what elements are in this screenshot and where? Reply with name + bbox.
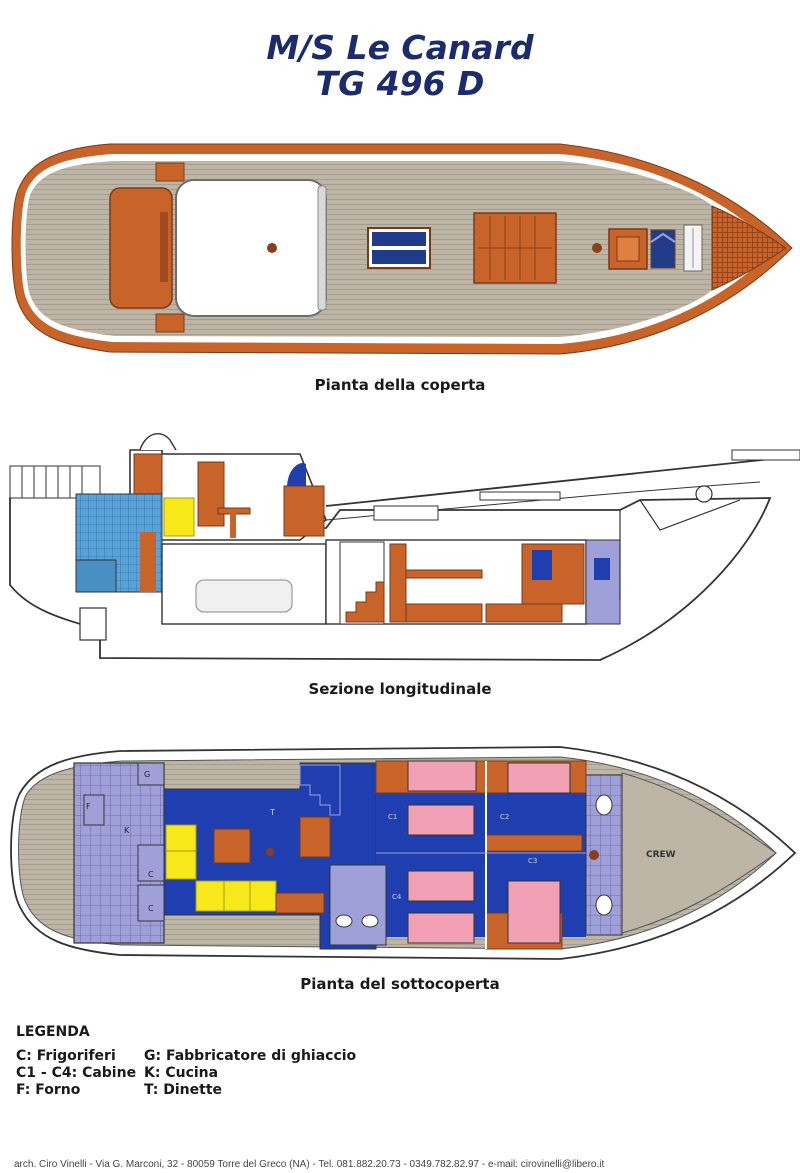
- legend-item: K: Cucina: [144, 1065, 219, 1081]
- head-aft: [329, 864, 387, 946]
- legend-item: C: Frigoriferi: [16, 1048, 116, 1064]
- deckhouse-roof: [175, 179, 327, 317]
- room-label-k: K: [124, 826, 130, 835]
- room-label-c-1: C: [148, 870, 154, 879]
- bow-grating: [711, 205, 787, 291]
- lower-deck-plan: G F K C C T C1 C2 C3 C4 CREW: [10, 746, 797, 960]
- room-label-c-2: C: [148, 904, 154, 913]
- room-label-c1: C1: [388, 813, 397, 821]
- legend-item: F: Forno: [16, 1082, 81, 1098]
- legend-title: LEGENDA: [16, 1024, 90, 1040]
- section-caption: Sezione longitudinale: [308, 680, 492, 698]
- lower-deck-caption: Pianta del sottocoperta: [300, 975, 500, 993]
- room-label-c3: C3: [528, 857, 537, 865]
- longitudinal-section: [9, 432, 800, 661]
- aft-bench: [109, 187, 173, 309]
- room-label-f: F: [86, 802, 91, 811]
- footer-contact: arch. Ciro Vinelli - Via G. Marconi, 32 …: [14, 1159, 605, 1170]
- room-label-g: G: [144, 770, 150, 779]
- room-label-t: T: [269, 808, 275, 817]
- page-subtitle: TG 496 D: [315, 64, 485, 103]
- room-label-c4: C4: [392, 893, 402, 901]
- page-title: M/S Le Canard: [266, 28, 534, 67]
- legend-item: T: Dinette: [144, 1082, 223, 1098]
- deck-plan-caption: Pianta della coperta: [314, 376, 486, 394]
- legend-item: C1 - C4: Cabine: [16, 1065, 137, 1081]
- crew-label: CREW: [646, 850, 676, 860]
- legend-item: G: Fabbricatore di ghiaccio: [144, 1048, 357, 1064]
- deck-plan: [11, 143, 793, 355]
- legend: LEGENDA C: Frigoriferi G: Fabbricatore d…: [16, 1024, 374, 1098]
- room-label-c2: C2: [500, 813, 509, 821]
